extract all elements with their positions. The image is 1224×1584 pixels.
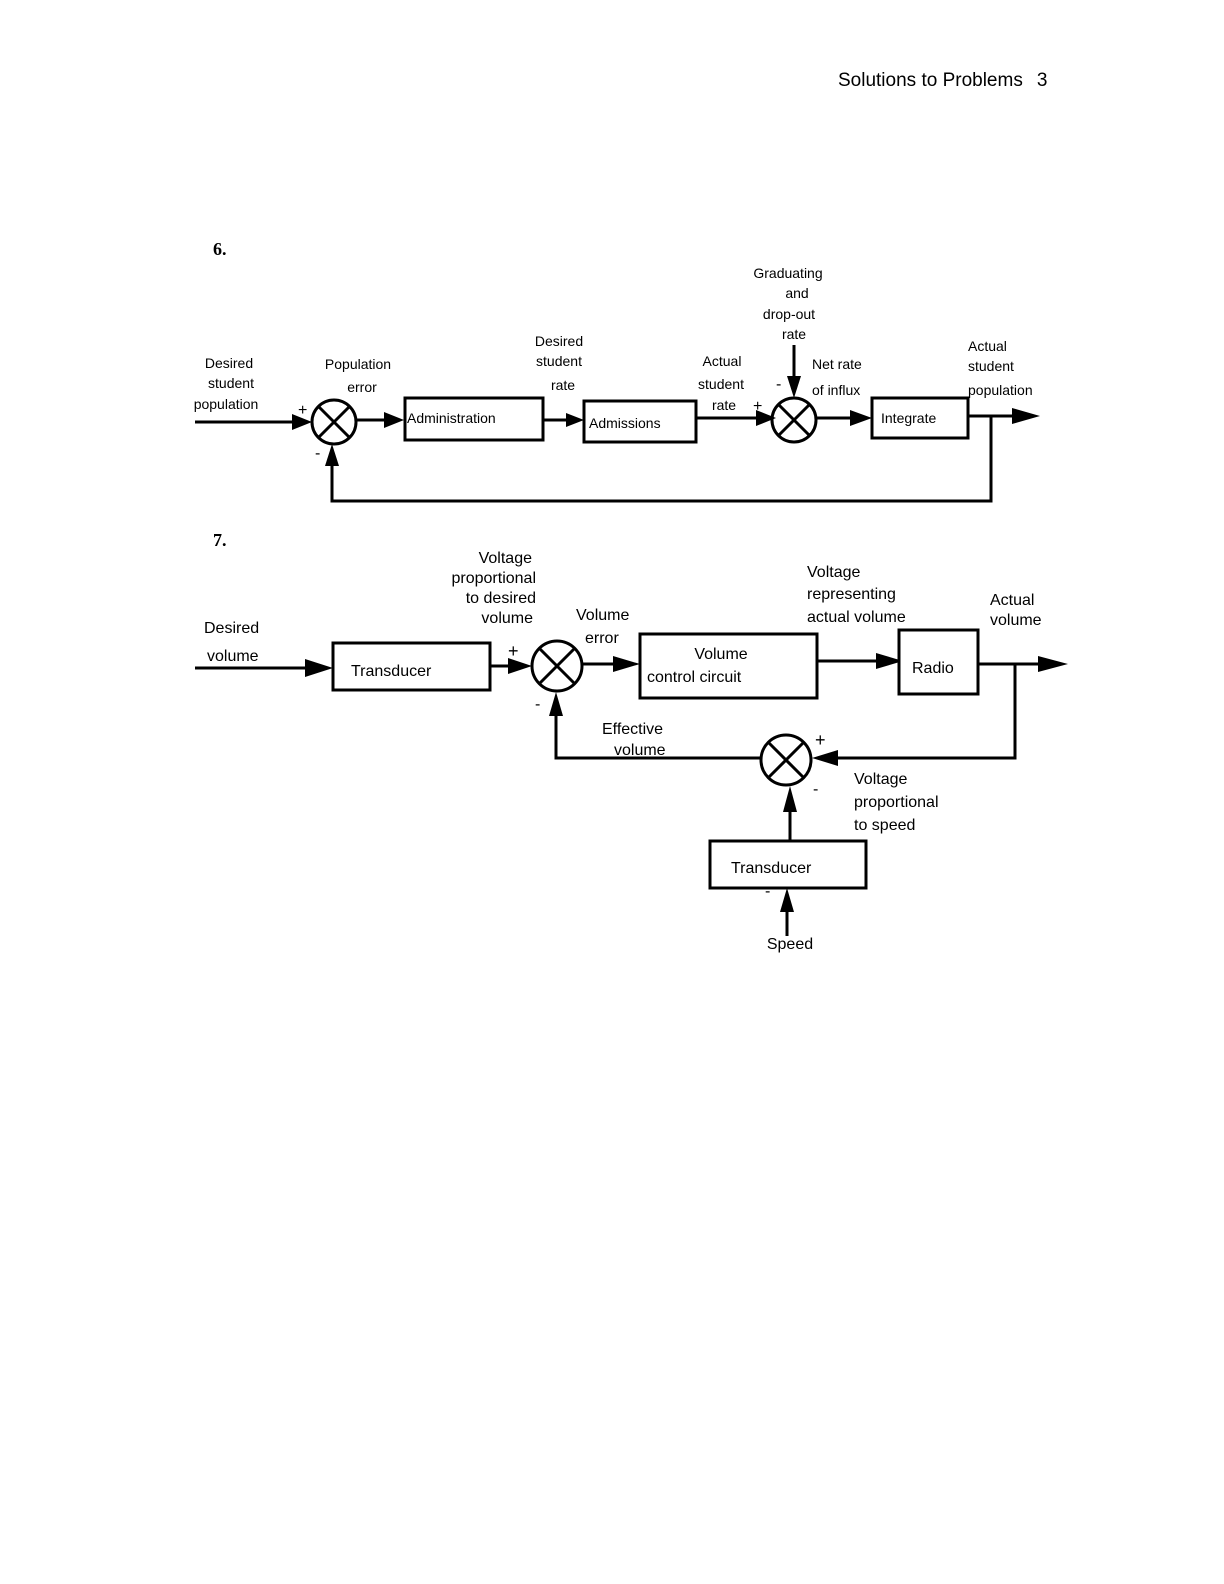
arrowhead-icon <box>850 410 872 426</box>
label-desired-population-2: student <box>208 375 254 391</box>
label-voltage-speed-1: Voltage <box>854 771 907 788</box>
label-desired-rate-3: rate <box>551 377 575 393</box>
page-number: 3 <box>1036 70 1048 91</box>
label-voltage-actual-3: actual volume <box>807 609 906 626</box>
sign-sum2-plus: + <box>753 398 762 415</box>
label-voltage-speed-3: to speed <box>854 817 915 834</box>
effective-volume-line <box>554 715 760 760</box>
problem-7-diagram: Desired volume Voltage proportional to d… <box>195 550 1068 953</box>
label-graduating-1: Graduating <box>753 265 822 281</box>
label-actual-population-3: population <box>968 382 1033 398</box>
label-desired-volume-2: volume <box>207 648 259 665</box>
label-desired-population-1: Desired <box>205 355 253 371</box>
arrowhead-icon <box>787 376 801 398</box>
label-actual-volume-2: volume <box>990 612 1042 629</box>
arrowhead-icon <box>384 412 404 428</box>
label-voltage-actual-2: representing <box>807 586 896 603</box>
arrowhead-icon <box>292 414 312 430</box>
label-actual-population-2: student <box>968 358 1014 374</box>
block-label-integrate: Integrate <box>881 410 936 426</box>
label-population-error-2: error <box>347 379 377 395</box>
arrowhead-icon <box>613 656 640 672</box>
label-voltage-desired-1: Voltage <box>479 550 532 567</box>
header-title: Solutions to Problems <box>838 70 1023 91</box>
label-graduating-3: drop-out <box>763 306 815 322</box>
label-voltage-actual-1: Voltage <box>807 564 860 581</box>
block-label-radio: Radio <box>912 660 954 677</box>
label-volume-error-2: error <box>585 630 619 647</box>
arrowhead-icon <box>756 410 776 426</box>
arrowhead-icon <box>876 653 903 669</box>
sign-sum1-minus: - <box>535 696 540 713</box>
block-volume-control-circuit <box>638 632 819 700</box>
arrowhead-icon <box>783 786 797 812</box>
block-integrate <box>870 396 970 440</box>
arrowhead-icon <box>812 750 838 766</box>
label-desired-volume-1: Desired <box>204 620 259 637</box>
block-label-administration: Administration <box>407 410 496 426</box>
label-voltage-desired-3: to desired <box>466 590 536 607</box>
arrowhead-icon <box>325 444 339 466</box>
problem-7-number: 7. <box>213 530 227 550</box>
label-net-rate-1: Net rate <box>812 356 862 372</box>
block-label-volume-control-1: Volume <box>694 646 747 663</box>
label-voltage-desired-2: proportional <box>452 570 537 587</box>
arrowhead-icon <box>305 659 333 677</box>
label-voltage-speed-2: proportional <box>854 794 939 811</box>
label-desired-population-3: population <box>194 396 259 412</box>
sign-sum1-plus: + <box>298 402 307 419</box>
arrowhead-icon <box>549 692 563 716</box>
label-actual-rate-1: Actual <box>703 353 742 369</box>
page-header: Solutions to Problems 3 <box>838 70 1047 92</box>
block-label-transducer-speed: Transducer <box>731 860 812 877</box>
arrowhead-icon <box>780 888 794 912</box>
sign-speed-minus: - <box>765 883 770 900</box>
label-graduating-4: rate <box>782 326 806 342</box>
label-actual-population-1: Actual <box>968 338 1007 354</box>
problem-6-diagram: Desired student population Population er… <box>194 265 1040 503</box>
label-graduating-2: and <box>785 285 808 301</box>
arrowhead-icon <box>566 413 584 427</box>
label-desired-rate-1: Desired <box>535 333 583 349</box>
label-effective-volume-2: volume <box>614 742 666 759</box>
arrowhead-icon <box>508 658 532 674</box>
block-label-volume-control-2: control circuit <box>647 669 742 686</box>
block-admissions <box>582 399 698 444</box>
sign-sum1-plus: + <box>508 641 519 661</box>
problem-6-number: 6. <box>213 239 227 259</box>
label-actual-rate-2: student <box>698 376 744 392</box>
summing-junction-2 <box>770 396 818 444</box>
block-label-admissions: Admissions <box>589 415 661 431</box>
label-population-error-1: Population <box>325 356 391 372</box>
label-voltage-desired-4: volume <box>481 610 533 627</box>
block-transducer-speed <box>708 839 868 890</box>
label-volume-error-1: Volume <box>576 607 629 624</box>
summing-junction-1 <box>530 639 584 693</box>
summing-junction-1 <box>310 398 358 446</box>
label-net-rate-2: of influx <box>812 382 860 398</box>
label-actual-rate-3: rate <box>712 397 736 413</box>
label-desired-rate-2: student <box>536 353 582 369</box>
sign-sum2-plus: + <box>815 730 826 750</box>
block-radio <box>897 628 980 696</box>
sign-sum1-minus: - <box>315 445 320 462</box>
feedback-line <box>330 416 993 503</box>
arrowhead-icon <box>1012 408 1040 424</box>
feedback-line <box>834 664 1017 760</box>
summing-junction-2 <box>759 733 813 787</box>
label-speed: Speed <box>767 936 813 953</box>
label-effective-volume-1: Effective <box>602 721 663 738</box>
sign-sum2-minus: - <box>776 376 781 393</box>
block-administration <box>403 396 545 442</box>
sign-sum2-minus: - <box>813 781 818 798</box>
block-label-transducer-input: Transducer <box>351 663 432 680</box>
arrowhead-icon <box>1038 656 1068 672</box>
label-actual-volume-1: Actual <box>990 592 1034 609</box>
